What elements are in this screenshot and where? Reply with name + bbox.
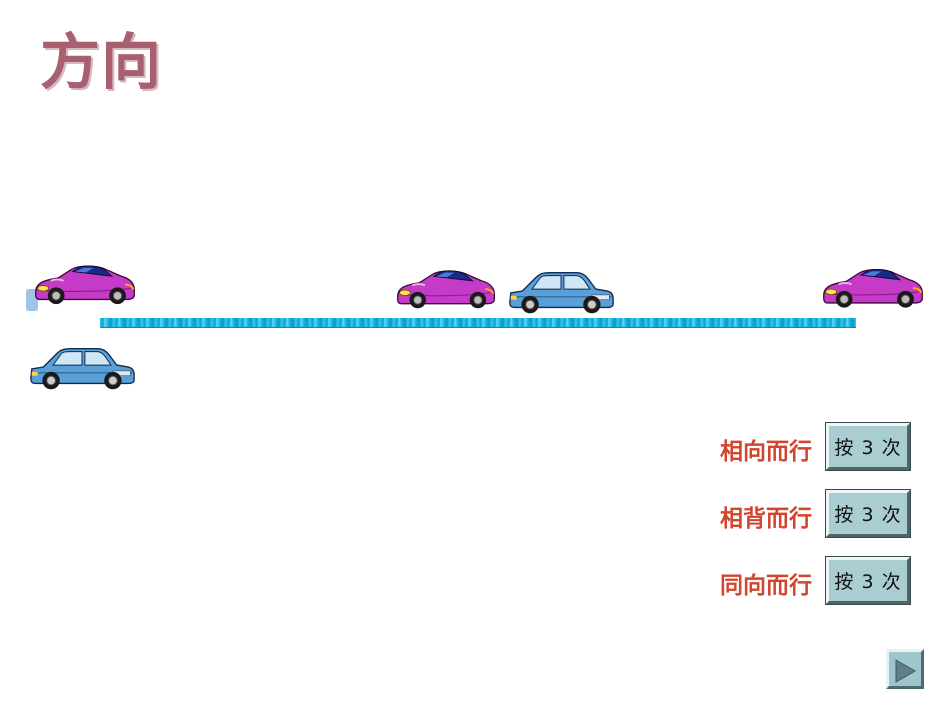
- next-slide-button[interactable]: [886, 649, 924, 689]
- press-button-opposite[interactable]: 按 3 次: [825, 422, 911, 471]
- label-back-to-back: 相背而行: [720, 506, 812, 532]
- sports-car-icon: [34, 265, 136, 306]
- press-button-label: 按 3 次: [834, 571, 902, 593]
- sedan-car-icon: [30, 348, 135, 390]
- sedan-car-icon: [509, 272, 614, 314]
- label-opposite-direction: 相向而行: [720, 439, 812, 465]
- press-button-back-to-back[interactable]: 按 3 次: [825, 489, 911, 538]
- press-button-same-direction[interactable]: 按 3 次: [825, 556, 911, 605]
- sports-car-icon: [396, 269, 496, 310]
- sports-car-left[interactable]: [32, 262, 138, 309]
- label-same-direction: 同向而行: [720, 573, 812, 599]
- road-track: [100, 318, 856, 327]
- sports-car-right[interactable]: [820, 266, 926, 312]
- press-button-label: 按 3 次: [834, 437, 902, 459]
- sports-car-icon: [822, 268, 924, 309]
- slide-title: 方向: [40, 28, 162, 98]
- play-triangle-icon: [895, 659, 916, 683]
- sedan-left[interactable]: [26, 343, 138, 393]
- press-button-label: 按 3 次: [834, 504, 902, 526]
- sedan-middle[interactable]: [505, 268, 617, 316]
- sports-car-middle[interactable]: [394, 268, 498, 312]
